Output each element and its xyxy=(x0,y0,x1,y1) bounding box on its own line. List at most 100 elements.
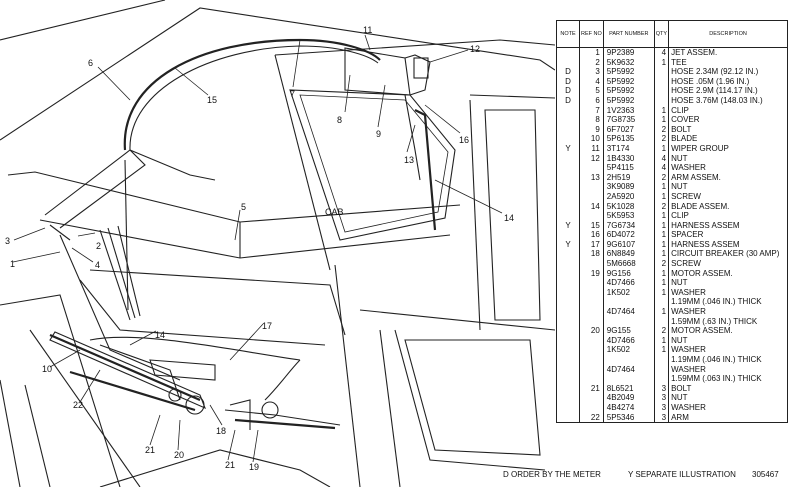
cell-qty: 1 xyxy=(653,335,669,346)
cell-note xyxy=(556,297,580,308)
cell-desc: HOSE 2.34M (92.12 IN.) xyxy=(668,67,788,77)
cell-desc: 1.19MM (.046 IN.) THICK xyxy=(668,297,788,308)
cell-qty: 4 xyxy=(653,163,669,173)
cell-note xyxy=(556,383,580,394)
callout-16: 16 xyxy=(459,135,469,145)
cell-desc: WASHER xyxy=(668,287,788,298)
cell-part: 5K5953 xyxy=(602,211,655,221)
table-row: 1.19MM (.046 IN.) THICK xyxy=(556,355,788,365)
cell-ref xyxy=(579,355,604,365)
cell-part xyxy=(602,316,655,327)
cell-ref: 17 xyxy=(579,239,604,250)
cell-qty: 1 xyxy=(653,249,669,260)
cell-part: 5P6135 xyxy=(602,134,655,144)
cell-note xyxy=(556,57,580,68)
cell-desc: BOLT xyxy=(668,124,788,135)
cell-part: 3T174 xyxy=(602,143,655,154)
cell-desc: CLIP xyxy=(668,105,788,116)
cell-desc: SPACER xyxy=(668,230,788,240)
cell-desc: NUT xyxy=(668,153,788,164)
cell-part: 6N8849 xyxy=(602,249,655,260)
callout-14-rear: 14 xyxy=(504,213,514,223)
cell-qty: 1 xyxy=(653,105,669,116)
cell-qty xyxy=(653,95,669,106)
cell-ref: 4 xyxy=(579,76,604,87)
cell-note xyxy=(556,345,580,355)
cell-note: D xyxy=(556,67,580,77)
cell-desc: ARM ASSEM. xyxy=(668,172,788,183)
cell-part: 2A5920 xyxy=(602,191,655,202)
cell-desc: NUT xyxy=(668,182,788,192)
callout-19: 19 xyxy=(249,462,259,472)
cell-note xyxy=(556,134,580,144)
cell-desc: WASHER xyxy=(668,307,788,317)
table-row: 4D7464 WASHER xyxy=(556,364,788,375)
exploded-diagram: 1 2 3 4 5 6 7 8 9 10 11 12 13 14 14 15 1… xyxy=(0,0,555,487)
cell-ref xyxy=(579,345,604,355)
cell-part: 7G8735 xyxy=(602,115,655,125)
cell-desc: NUT xyxy=(668,335,788,346)
table-row: 1.19MM (.046 IN.) THICK xyxy=(556,297,788,308)
cell-qty: 3 xyxy=(653,402,669,413)
cell-note xyxy=(556,402,580,413)
cell-qty: 1 xyxy=(653,287,669,298)
cell-ref: 22 xyxy=(579,412,604,424)
cell-note xyxy=(556,191,580,202)
cell-ref: 14 xyxy=(579,201,604,212)
callout-21-left: 21 xyxy=(145,445,155,455)
cell-part: 5P5992 xyxy=(602,86,655,96)
wiper-assemblies xyxy=(49,47,437,430)
cell-qty: 2 xyxy=(653,201,669,212)
cell-qty: 1 xyxy=(653,239,669,250)
cell-desc: ARM xyxy=(668,412,788,424)
cell-note xyxy=(556,105,580,116)
cell-desc: 1.59MM (.063 IN.) THICK xyxy=(668,374,788,384)
cell-qty: 2 xyxy=(653,124,669,135)
cell-part: 5M6668 xyxy=(602,259,655,269)
cell-qty: 1 xyxy=(653,143,669,154)
cell-desc: NUT xyxy=(668,278,788,288)
legend-separate-illustration: Y SEPARATE ILLUSTRATION xyxy=(628,470,736,479)
cell-part: 9G156 xyxy=(602,268,655,279)
cab-outline xyxy=(0,0,555,487)
cell-desc: NUT xyxy=(668,393,788,403)
cell-ref xyxy=(579,182,604,192)
cell-ref: 2 xyxy=(579,57,604,68)
cell-note xyxy=(556,259,580,269)
cell-part xyxy=(602,355,655,365)
cell-part: 5P5992 xyxy=(602,76,655,87)
callout-12: 12 xyxy=(470,44,480,54)
cell-part: 5K9632 xyxy=(602,57,655,68)
callout-3: 3 xyxy=(5,236,10,246)
cell-ref: 1 xyxy=(579,47,604,58)
cell-ref xyxy=(579,278,604,288)
cell-note xyxy=(556,355,580,365)
cell-ref xyxy=(579,335,604,346)
cell-qty: 1 xyxy=(653,57,669,68)
cell-ref: 11 xyxy=(579,143,604,154)
callout-4: 4 xyxy=(95,260,100,270)
cell-note xyxy=(556,172,580,183)
cell-ref xyxy=(579,297,604,308)
cell-part: 9G6107 xyxy=(602,239,655,250)
cell-part: 6F7027 xyxy=(602,124,655,135)
cell-note: D xyxy=(556,95,580,106)
callout-labels: 1 2 3 4 5 6 7 8 9 10 11 12 13 14 14 15 1… xyxy=(5,25,514,472)
footer-legend: D ORDER BY THE METER Y SEPARATE ILLUSTRA… xyxy=(500,470,788,484)
table-row: 1.59MM (.063 IN.) THICK xyxy=(556,374,788,384)
